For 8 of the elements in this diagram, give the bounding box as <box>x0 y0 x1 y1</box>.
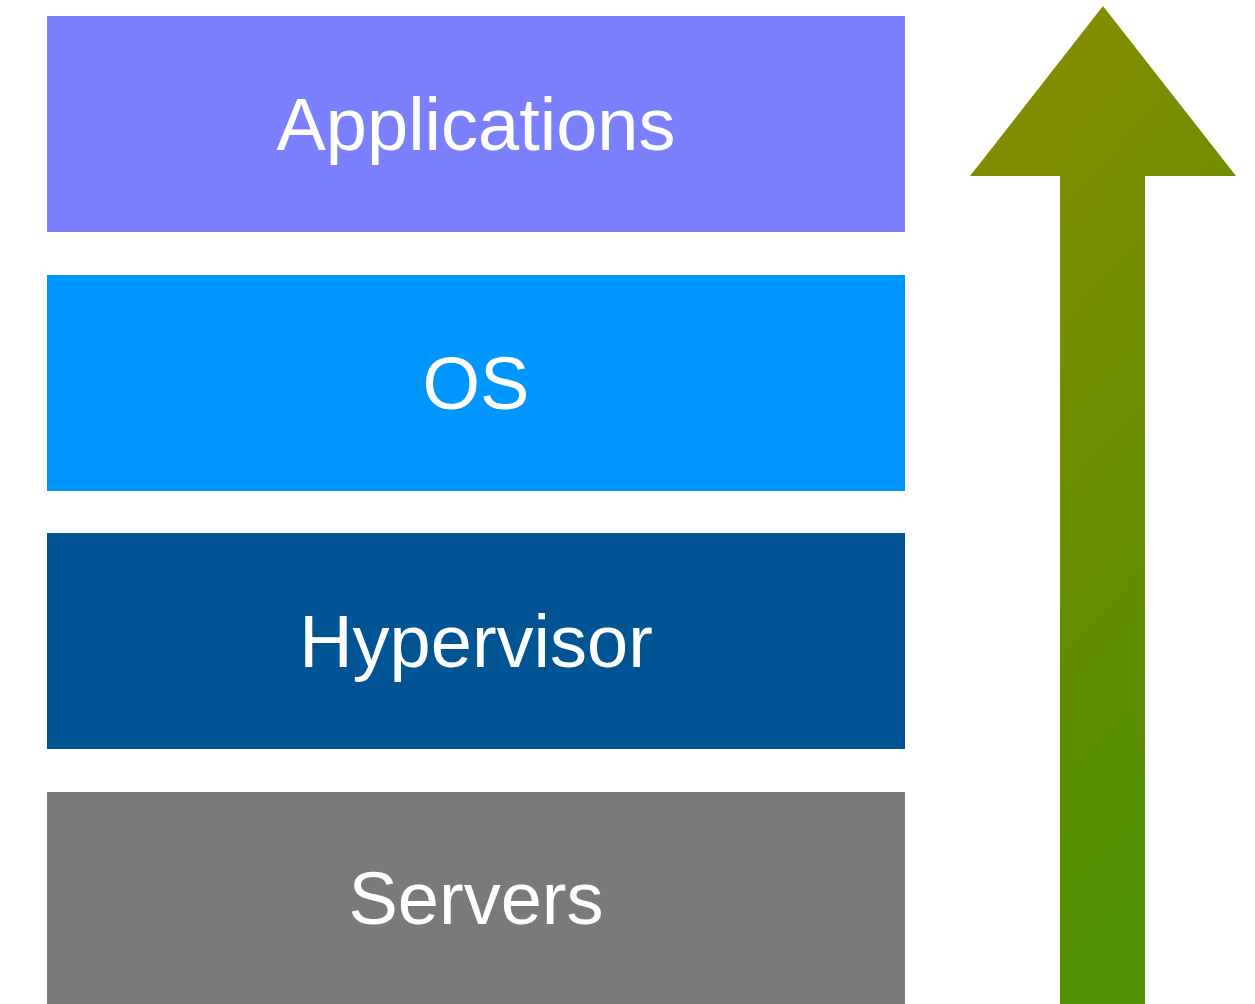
layer-label: OS <box>422 340 530 426</box>
layer-box <box>47 16 905 232</box>
layer-box <box>47 275 905 491</box>
layer-label: Hypervisor <box>299 598 653 684</box>
layer-box <box>47 792 905 1004</box>
layer-box <box>47 533 905 749</box>
layer-label: Applications <box>276 81 676 167</box>
layer-label: Servers <box>348 855 604 941</box>
